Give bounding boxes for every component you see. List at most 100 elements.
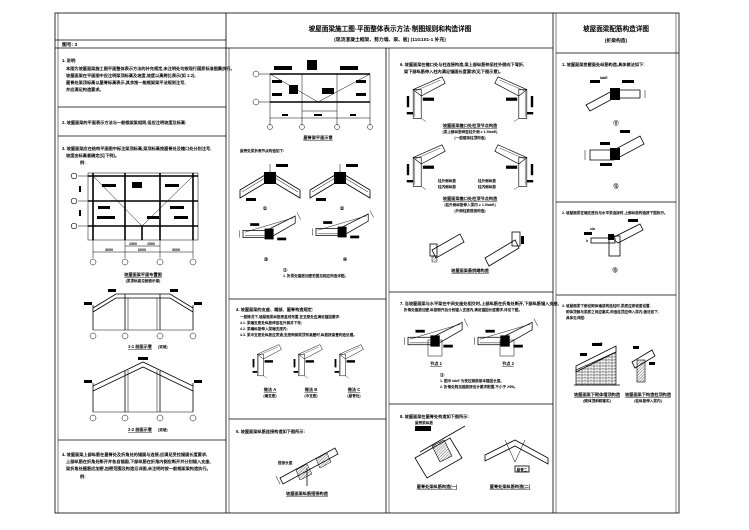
label: 柱外侧纵筋: [437, 178, 456, 183]
column-3: 6. 坡屋面梁在檐口处与柱连接构造,梁上部纵筋伸至柱外侧向下弯折, 梁下部纵筋伸…: [400, 61, 559, 490]
figure-tag: (双坡): [158, 427, 168, 432]
detail-number: ④: [343, 257, 348, 263]
note-line: 8. 坡屋面梁在屋脊处构造如下图所示:: [400, 413, 469, 420]
note-line: 5. 坡屋面梁纵筋连接构造如下图所示:: [236, 428, 305, 435]
label: 柱内侧纵筋: [477, 184, 496, 189]
label: 屋脊梁纵筋: [415, 420, 433, 425]
note-line: 7. 当坡屋面梁与水平梁在中间支座处相交时,上部纵筋在折角处断开,下部纵筋锚入支…: [400, 300, 559, 307]
column-1: 1. 说明: 本图为坡屋面梁施工图平面整体表示方法的补充规定,未注明处均按现行国…: [62, 57, 235, 480]
dimension-text: 1500: [147, 242, 155, 246]
figure-caption: 屋脊处梁纵筋构造(一): [417, 483, 458, 490]
label: labE: [595, 342, 603, 346]
figure-caption: 做法 B: [304, 386, 318, 393]
note-heading: 注:: [440, 372, 445, 377]
figure-caption: 1-1 剖面示意: [128, 343, 153, 350]
figure-subcaption: (中支座): [304, 393, 318, 398]
end-support-detail-13: ≥la h ⑬: [584, 219, 644, 274]
figure-subcaption: (端支座): [263, 393, 277, 398]
middle-support-detail: [473, 318, 539, 349]
column-4: 1. 坡屋面梁变截面处纵筋构造,具体做法如下: labE ⑪ ⑫ 2. 坡屋面梁…: [562, 61, 672, 403]
dimension-text: 1500: [129, 242, 137, 246]
label: 柱外侧纵筋: [477, 178, 496, 183]
middle-support-detail: [403, 318, 469, 349]
label: ≥la: [590, 227, 596, 231]
detail-number: ⑬: [612, 267, 617, 274]
note-line: 上部纵筋在折角处断开并各自锚固,下部纵筋在折角内侧应断开并分别锚入支座,: [66, 458, 211, 465]
note-line: 折角处箍筋加密,纵筋断开后分别锚入支座内,满足锚固长度要求,详见下图。: [404, 307, 522, 312]
figure-subcaption: (梁上部纵筋伸至柱外侧 ≥ 1.5labE): [443, 129, 499, 134]
figure-tag: (双坡): [158, 344, 168, 349]
side-subtitle: (折梁构造): [605, 37, 628, 44]
note-line: 屋脊处梁顶标高以屋脊标高表示,其余按一般框架梁平法规则注写,: [66, 79, 186, 86]
note-line: 3. 坡屋面梁应在结构平面图中标注梁顶标高,梁顶标高按屋脊处及檐口处分别注写,: [62, 145, 211, 152]
dimension-text: 3000: [105, 248, 113, 252]
section-change-detail-11: labE ⑪: [585, 76, 646, 127]
label: 柱内侧纵筋: [437, 184, 456, 189]
label: 搭接长度: [278, 460, 293, 465]
note-line: 4.2. 梁端纵筋伸入梁端支座内;: [240, 326, 288, 331]
figure-caption: 2-2 剖面示意: [128, 426, 153, 433]
ridge-joint-detail: [239, 163, 301, 202]
figure-subcaption: (砌体顶斜砌塞实): [583, 398, 611, 403]
detail-tag: 屋脊二: [517, 467, 528, 472]
figure-subcaption: (外侧柱筋搭接构造): [454, 208, 486, 213]
dimension-text: 6000: [138, 248, 146, 252]
section-2-2: 2-2 剖面示意 (双坡): [84, 357, 202, 433]
label: h: [586, 239, 588, 243]
eave-column-detail: [406, 76, 446, 122]
title-block: 坡屋面梁施工图·平面整体表示方法·制图规则和构造详图 (现浇混凝土框架、剪力墙、…: [62, 24, 649, 48]
column-2: 屋脊梁平面示意 屋脊处梁折角节点构造如下: ① ② ③ ④ 注: 1. 折梁处箍…: [236, 60, 375, 497]
note-line: 本图为坡屋面梁施工图平面整体表示方法的补充规定,未注明处均按现行国家标准图集执行…: [65, 65, 235, 72]
figure-subcaption: (柱纵筋伸入梁内): [634, 398, 662, 403]
figure-caption: 坡屋面梁檐口处柱顶节点构造: [443, 122, 498, 129]
masonry-wall-detail: labE 坡屋面梁下砌体墙顶构造 (砌体顶斜砌塞实): [574, 342, 621, 403]
construction-column-detail: 坡屋面梁下构造柱顶构造 (柱纵筋伸入梁内): [625, 346, 672, 403]
detail-tag: 节点 1: [430, 360, 443, 367]
figure-caption: 屋脊处梁纵筋构造(二): [490, 483, 531, 490]
grid-axis-bubble: [70, 172, 78, 180]
ridge-beam-plan: 屋脊梁平面示意: [252, 60, 373, 141]
beam-knee-detail: [311, 209, 375, 239]
side-title: 坡屋面梁配筋构造详图: [583, 24, 649, 33]
note-line: 2. 折角处附加箍筋按设计要求配置,不小于 2Φ8。: [440, 384, 518, 389]
figure-subcaption: (一般框架柱顶构造): [454, 135, 486, 140]
figure-caption: 做法 A: [263, 386, 277, 393]
section-1-1: 1-1 剖面示意 (双坡): [84, 289, 202, 350]
note-line: 1. 坡屋面梁变截面处纵筋构造,具体做法如下:: [562, 61, 645, 68]
example-label: 例:: [80, 159, 86, 166]
note-line: 6. 坡屋面梁在檐口处与柱连接构造,梁上部纵筋伸至柱外侧向下弯折,: [400, 61, 524, 68]
detail-number: ③: [264, 257, 269, 263]
note-line: 1. 图中 labE 为受拉钢筋基本锚固长度。: [440, 378, 504, 383]
grid-axis-bubble: [70, 222, 78, 230]
support-details: 做法 A (端支座) 做法 B (中支座) 做法 C (屋脊处): [252, 344, 364, 398]
figure-caption: 屋脊梁平面示意: [303, 134, 333, 141]
figure-caption: 坡屋面梁平面布置图: [124, 271, 162, 278]
note-line: 4. 坡屋面梁上部纵筋在屋脊处及折角处的锚固与连接,应满足受拉锚固长度要求,: [62, 451, 207, 458]
beam-knee-detail: [238, 211, 302, 241]
grid-axis-bubble: [70, 197, 78, 205]
figure-caption: 坡屋面梁悬挑端构造: [451, 267, 490, 274]
note-heading: 1. 说明:: [62, 57, 76, 64]
figure-caption: 做法 C: [347, 386, 361, 393]
note-line: 砌体顶部与梁底之间应塞实,构造柱顶应伸入梁内,做法如下,: [565, 309, 659, 314]
section-change-detail-12: ⑫: [584, 130, 645, 190]
label: labE: [600, 76, 608, 80]
note-line: 1. 折梁处箍筋加密范围见相应构造详图。: [283, 273, 348, 278]
sheet-frame: [54, 12, 680, 514]
note-line: 梁折角处箍筋应加密,加密范围及构造见详图,未注明时按一般框架梁构造执行。: [65, 465, 211, 472]
note-line: 具体见详图:: [565, 315, 585, 320]
drawing-subtitle: (现浇混凝土框架、剪力墙、梁、板) (11G101-1 补充): [334, 36, 446, 43]
note-line: 梁下部纵筋伸入柱内满足锚固长度要求(见下图示意)。: [403, 68, 503, 75]
figure-caption: 坡屋面梁檐口处柱顶节点构造: [443, 195, 498, 202]
note-line: 一般情况下,坡屋面梁纵筋按直线布置,在支座处应满足锚固要求:: [240, 314, 340, 319]
note-line: 并应满足构造要求。: [66, 86, 104, 93]
note-line: 2. 坡屋面梁在端支座处与水平梁连接时,上部纵筋构造按下图执行。: [562, 210, 668, 215]
figure-caption: 坡屋面梁下砌体墙顶构造: [574, 391, 621, 398]
cantilever-details: [429, 231, 524, 267]
note-line: 3. 坡屋面梁下部设砌体墙或构造柱时,梁底应按坡度设置,: [562, 303, 651, 308]
note-line: 坡屋面梁在平面图中应注明梁顶标高及坡度,坡度以高跨比表示(如 1:2),: [66, 72, 196, 79]
figure-subcaption: (屋脊处): [347, 393, 361, 398]
note-line: 4. 坡屋面梁的支座、端部、屋脊构造规定:: [236, 306, 313, 313]
figure-caption: 坡屋面梁下构造柱顶构造: [625, 391, 672, 398]
